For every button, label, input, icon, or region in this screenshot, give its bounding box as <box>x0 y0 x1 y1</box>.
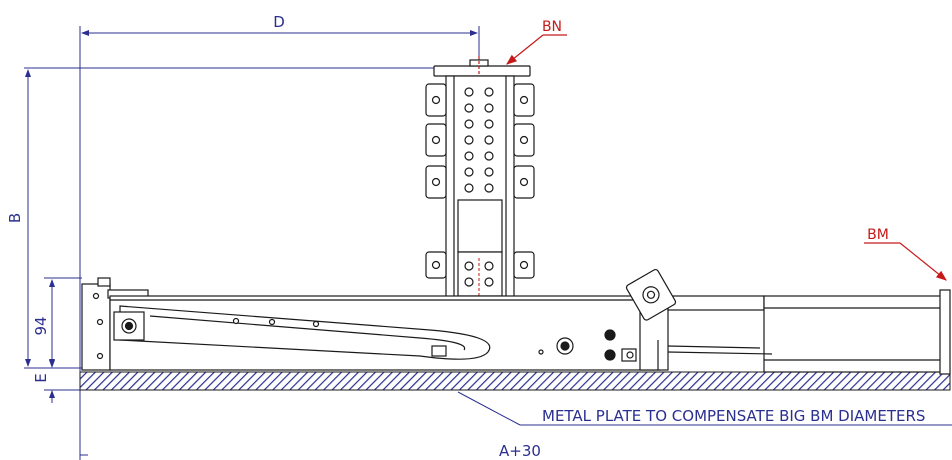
vertical-column <box>425 56 535 299</box>
plate-note: METAL PLATE TO COMPENSATE BIG BM DIAMETE… <box>542 407 925 425</box>
bn-callout-leader <box>506 34 567 65</box>
body-details <box>92 292 637 362</box>
lever-arm <box>113 305 491 360</box>
cable-tail <box>657 340 773 370</box>
column-holes <box>431 87 529 287</box>
dimension-94-label: 94 <box>32 316 50 335</box>
pivot-block <box>625 268 677 321</box>
dimension-a-label: A+30 <box>499 442 541 460</box>
bm-callout-label: BM <box>867 227 889 243</box>
metal-plate <box>79 371 951 391</box>
bn-callout-label: BN <box>542 19 562 35</box>
dimension-lines <box>24 26 480 460</box>
dimension-d-label: D <box>273 13 285 31</box>
dimension-e-label: E <box>32 373 50 382</box>
plate-note-leader <box>457 391 952 426</box>
bm-callout-leader <box>864 242 947 281</box>
dimension-b-label: B <box>6 213 24 223</box>
